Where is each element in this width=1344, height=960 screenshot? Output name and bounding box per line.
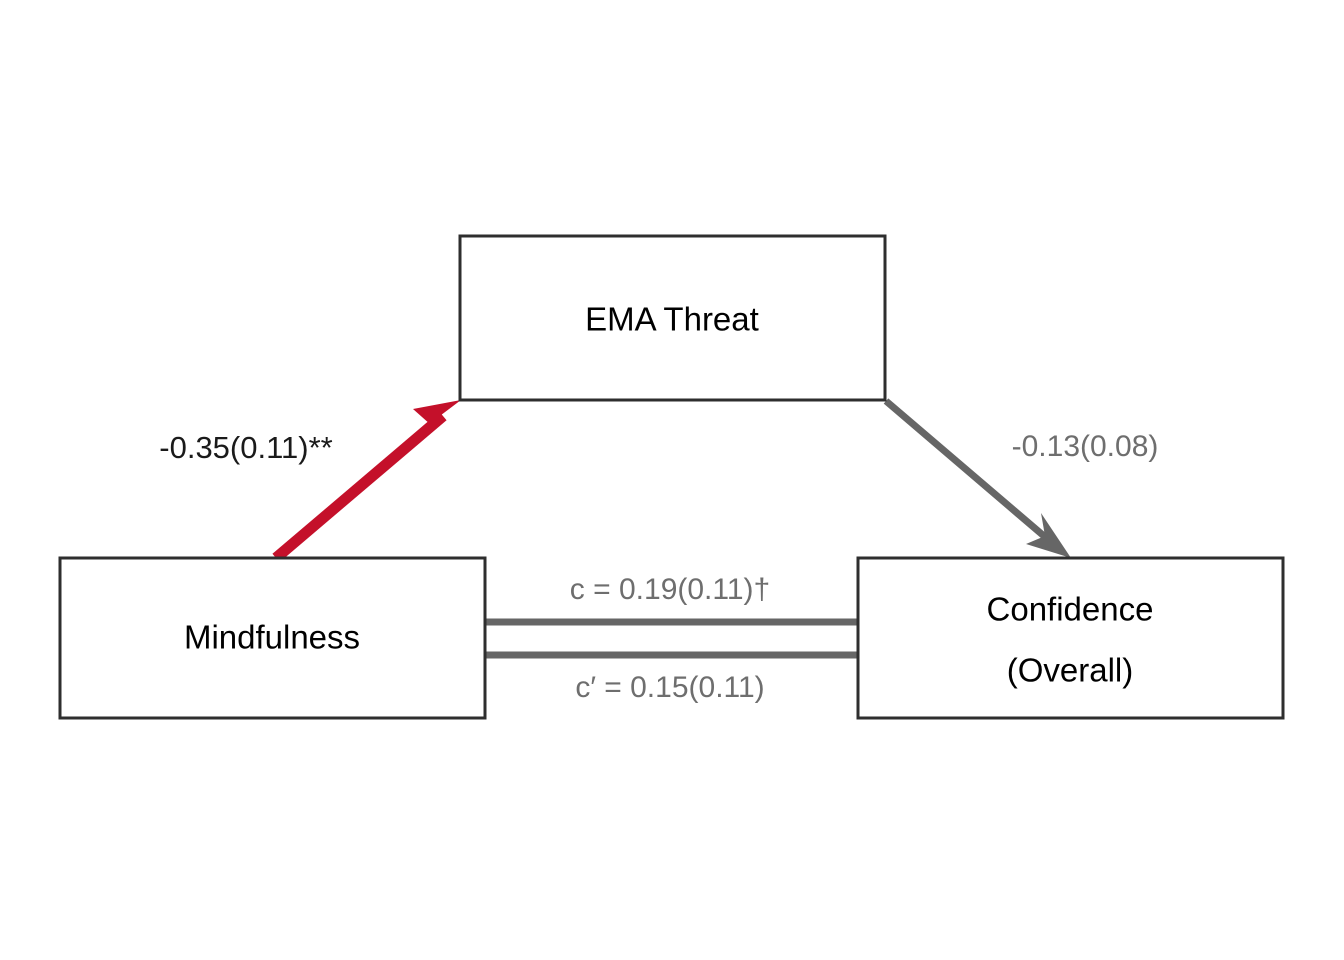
node-mindfulness[interactable]: Mindfulness: [58, 556, 487, 720]
node-ema-threat-box[interactable]: [458, 234, 887, 402]
node-confidence-label-line1: Confidence: [987, 591, 1154, 628]
path-c-prime-coefficient-label: c′ = 0.15(0.11): [575, 671, 764, 704]
path-b-arrow: [883, 398, 1071, 558]
node-ema-threat[interactable]: EMA Threat: [458, 234, 887, 402]
path-b-coefficient-label: -0.13(0.08): [1012, 430, 1159, 463]
node-mindfulness-box[interactable]: [58, 556, 487, 720]
path-b-arrowhead: [1026, 513, 1071, 558]
node-confidence-label-line2: (Overall): [1007, 652, 1134, 689]
node-ema-threat-label: EMA Threat: [585, 301, 759, 338]
path-b-line: [883, 398, 1061, 551]
path-a-arrowhead: [408, 400, 461, 440]
path-a-line: [272, 411, 447, 563]
path-c-coefficient-label: c = 0.19(0.11)†: [570, 573, 770, 606]
node-confidence[interactable]: Confidence (Overall): [856, 556, 1285, 720]
node-confidence-box[interactable]: [856, 556, 1285, 720]
node-mindfulness-label: Mindfulness: [184, 619, 360, 656]
path-a-arrow: [272, 400, 461, 563]
path-a-coefficient-label: -0.35(0.11)**: [159, 430, 332, 465]
